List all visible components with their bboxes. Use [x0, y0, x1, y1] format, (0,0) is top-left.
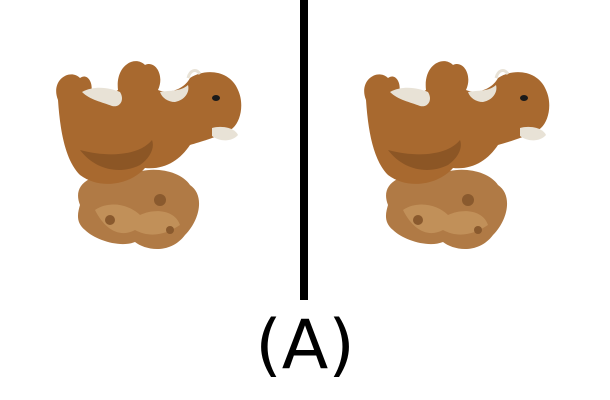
left-image-panel	[40, 30, 280, 270]
right-image-panel	[348, 30, 588, 270]
camel-toy-image-left	[56, 61, 242, 250]
vertical-divider	[300, 0, 308, 300]
figure-caption: (A)	[255, 306, 355, 385]
camel-toy-image-right	[364, 61, 550, 250]
